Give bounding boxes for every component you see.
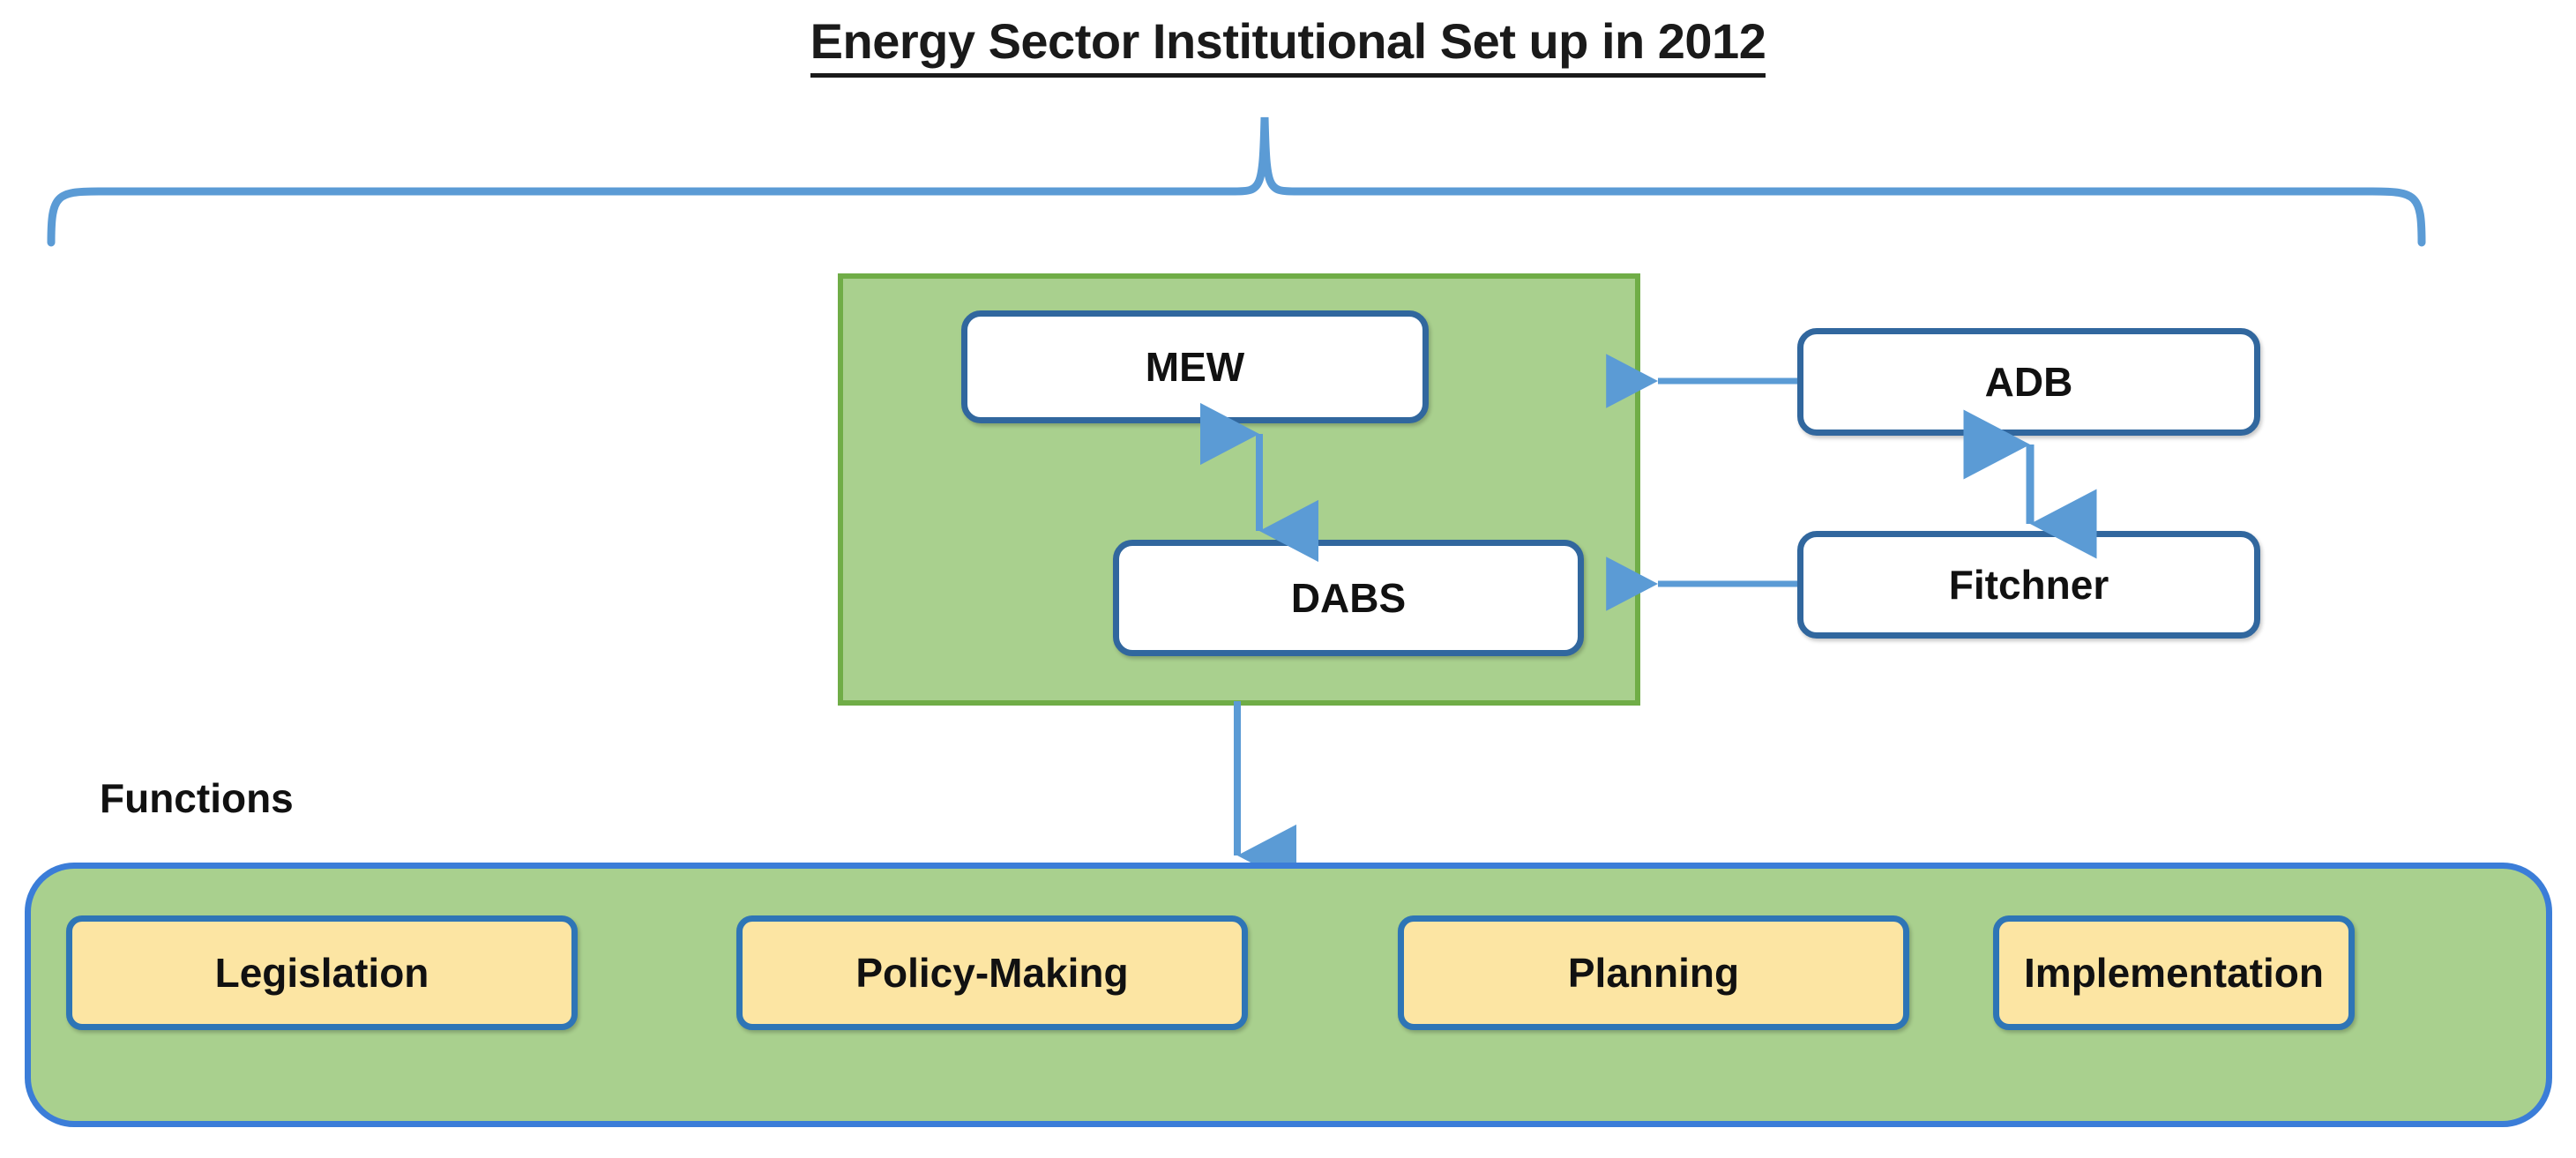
function-box-planning[interactable]: Planning [1398, 915, 1909, 1030]
page-title: Energy Sector Institutional Set up in 20… [0, 12, 2576, 78]
page-title-text: Energy Sector Institutional Set up in 20… [810, 13, 1766, 78]
entity-box-mew[interactable]: MEW [961, 310, 1429, 423]
entity-label-dabs: DABS [1290, 575, 1407, 621]
function-label-planning: Planning [1567, 950, 1740, 996]
function-box-policy-making[interactable]: Policy-Making [736, 915, 1248, 1030]
top-brace-icon [47, 116, 2426, 247]
entity-label-mew: MEW [1145, 344, 1245, 390]
function-label-policy-making: Policy-Making [855, 950, 1129, 996]
functions-section-label: Functions [100, 775, 294, 821]
function-box-implementation[interactable]: Implementation [1993, 915, 2355, 1030]
entity-label-adb: ADB [1984, 359, 2073, 405]
function-label-legislation: Legislation [214, 950, 429, 996]
function-box-legislation[interactable]: Legislation [66, 915, 578, 1030]
entity-box-dabs[interactable]: DABS [1113, 540, 1584, 656]
function-label-implementation: Implementation [2024, 950, 2324, 996]
entity-label-fitchner: Fitchner [1948, 562, 2109, 608]
